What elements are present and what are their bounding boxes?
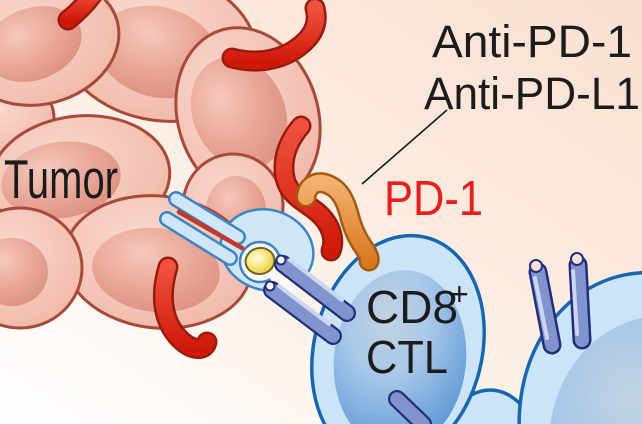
tcr-cylinder-highlight [277, 284, 331, 326]
tcr-cylinder [571, 258, 589, 347]
tumor-cell-nucleus [0, 238, 48, 306]
tcr-notch [570, 252, 584, 266]
tcr-receptor-right [528, 252, 592, 355]
pd-l1-molecule-bottom [152, 256, 218, 359]
tcr-cylinder [531, 265, 559, 352]
tumor-label: Tumor [4, 148, 118, 210]
annotation-line [361, 109, 448, 185]
tumor-cell-nucleus [190, 56, 288, 170]
tcr-cylinder-highlight [533, 276, 549, 340]
ctl-label: CTL [366, 331, 448, 383]
mhc-prong [161, 213, 236, 264]
tumor-cell-nucleus [0, 6, 82, 82]
anti-pdl1-label: Anti-PD-L1 [424, 68, 640, 119]
tcr-cylinder-highlight [288, 258, 344, 302]
tcr-cylinder [276, 257, 354, 320]
antigen-peptide [244, 246, 276, 276]
receptor-stub [388, 390, 432, 424]
cd8-superscript: + [450, 276, 469, 312]
mhc-prong [170, 193, 244, 243]
pd1-label: PD-1 [384, 172, 483, 226]
cell-nucleus [549, 315, 642, 424]
anti-pd1-label: Anti-PD-1 [432, 16, 632, 67]
pd-l1-molecules [57, 0, 344, 359]
tcr-notch [264, 280, 276, 292]
cd8-label: CD8 [366, 281, 458, 333]
pd-l1-molecule-top [221, 0, 327, 72]
tumor-cell-nucleus [92, 227, 220, 313]
tcr-receptor-left [263, 254, 356, 345]
tcr-cylinder-highlight [571, 269, 579, 336]
right-ctl-cell [517, 252, 642, 424]
pd-l1-molecule-top-left [57, 0, 102, 31]
tcr-notch [529, 259, 543, 273]
cell-nucleus [333, 270, 467, 424]
tcr-cylinder [265, 283, 340, 343]
tumor-cell-nucleus [1, 141, 121, 219]
tcr-notch [275, 254, 287, 266]
cd8-ctl-cell [263, 233, 486, 424]
pd-1-molecule [295, 172, 380, 272]
mhc-groove [176, 209, 245, 251]
